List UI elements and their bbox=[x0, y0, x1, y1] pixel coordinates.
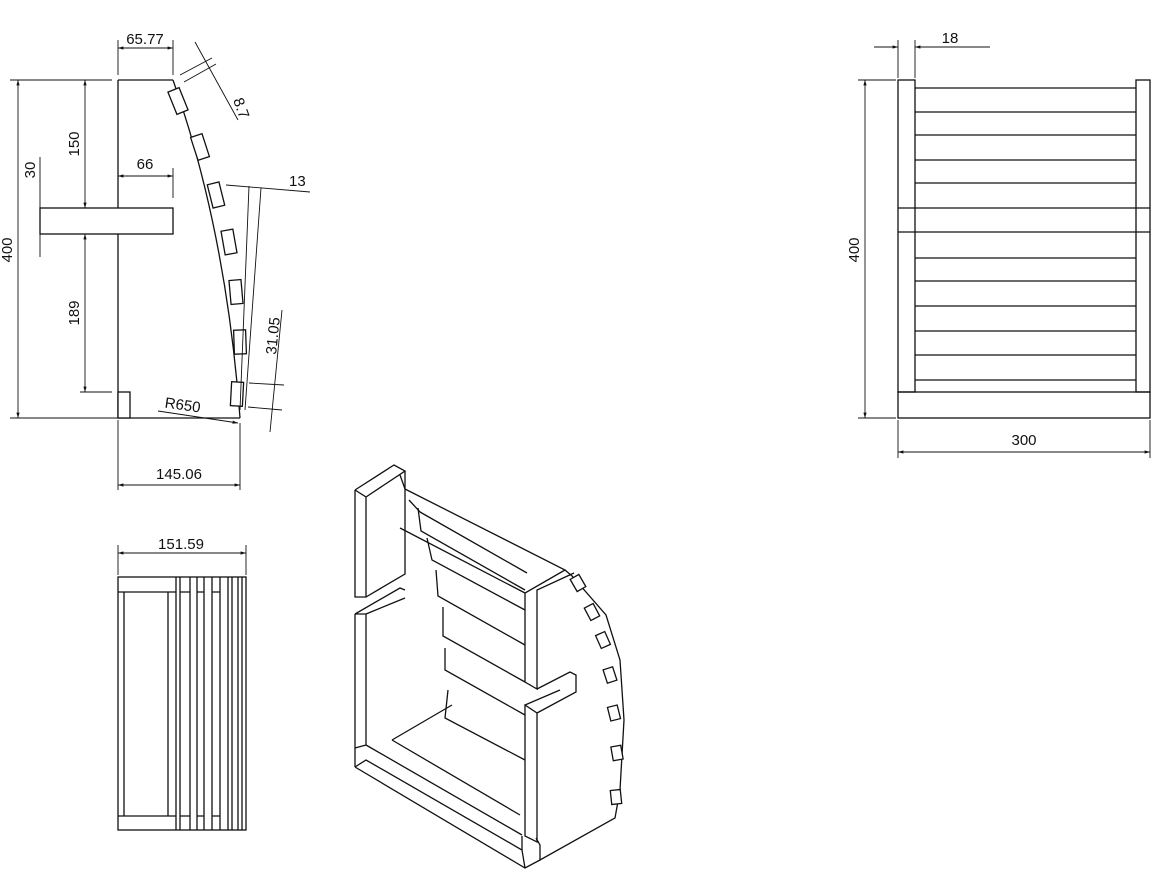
shelf-slot bbox=[39, 207, 174, 235]
dim-front-width: 300 bbox=[1011, 432, 1036, 449]
side-panel-outline bbox=[117, 79, 240, 419]
side-slats bbox=[167, 86, 248, 407]
dim-shelf-height: 30 bbox=[22, 162, 39, 179]
dim-post-width: 18 bbox=[942, 30, 959, 47]
dim-radius: R650 bbox=[164, 395, 202, 417]
dim-upper-height: 150 bbox=[66, 131, 83, 156]
dim-base-width: 145.06 bbox=[156, 466, 202, 483]
dim-shelf-depth: 66 bbox=[137, 156, 154, 173]
iso-slats bbox=[569, 573, 624, 806]
arc-edge bbox=[172, 79, 241, 419]
dim-top-width: 65.77 bbox=[126, 31, 164, 48]
dim-slat-pitch: 31.05 bbox=[263, 316, 284, 355]
foot-notch bbox=[117, 391, 131, 419]
isometric-view bbox=[354, 464, 625, 869]
dim-front-height: 400 bbox=[846, 237, 863, 262]
side-view: 65.77 8.7 66 13 31.05 400 150 30 189 R65… bbox=[0, 31, 311, 490]
dim-lower-height: 189 bbox=[66, 300, 83, 325]
dim-slat-offset: 13 bbox=[289, 173, 306, 190]
dim-slat-thickness: 8.7 bbox=[229, 96, 252, 121]
dim-total-height: 400 bbox=[0, 237, 16, 262]
front-view: 18 400 300 bbox=[846, 30, 1151, 458]
dim-depth: 151.59 bbox=[158, 536, 204, 553]
top-view: 151.59 bbox=[117, 536, 247, 831]
